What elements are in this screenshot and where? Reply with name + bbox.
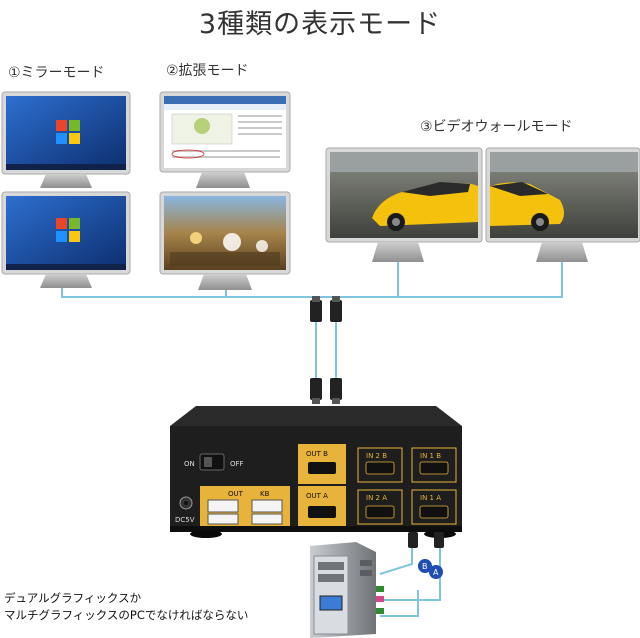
port-in1-a-label: IN 1 A <box>420 494 441 502</box>
monitor-video-wall-right <box>485 147 640 262</box>
port-in2-a <box>357 489 403 525</box>
port-in1-b <box>411 447 457 483</box>
caption-line-1: デュアルグラフィックスか <box>4 591 142 605</box>
monitor-video-wall-left <box>325 147 483 262</box>
port-out-a-label: OUT A <box>306 492 328 500</box>
page-title: 3種類の表示モード <box>198 9 442 40</box>
windows-logo-icon <box>56 218 80 242</box>
extend-mode-label: ②拡張モード <box>166 63 249 79</box>
port-in2-a-label: IN 2 A <box>366 494 387 502</box>
port-out-b-label: OUT B <box>306 450 328 458</box>
port-in1-b-label: IN 1 B <box>420 452 441 460</box>
car-left-half <box>372 182 478 231</box>
caption-line-2: マルチグラフィックスのPCでなければならない <box>4 608 249 622</box>
pc-cables <box>379 542 441 617</box>
requirement-caption: デュアルグラフィックスか マルチグラフィックスのPCでなければならない <box>4 590 248 624</box>
connector-b-label: B <box>422 562 428 571</box>
monitor-cables <box>61 262 563 396</box>
port-in2-b-label: IN 2 B <box>366 452 387 460</box>
pc-cable-plugs: B A <box>370 532 444 614</box>
dc-label: DC5V <box>175 516 195 524</box>
switch-off-label: OFF <box>230 460 244 468</box>
kvm-switch: ON OFF DC5V OUT KB OUT B IN 2 B IN 1 B O… <box>170 406 462 538</box>
video-wall-mode-label: ③ビデオウォールモード <box>420 119 573 135</box>
monitor-extend-top <box>159 91 291 188</box>
cable-connectors <box>310 296 342 404</box>
port-in2-b <box>357 447 403 483</box>
monitor-mirror-top <box>1 91 131 188</box>
pc-tower <box>310 542 376 638</box>
connector-a-label: A <box>433 568 439 577</box>
switch-on-label: ON <box>184 460 195 468</box>
monitor-mirror-bottom <box>1 191 131 288</box>
windows-logo-icon <box>56 120 80 144</box>
monitor-extend-bottom <box>159 191 291 290</box>
usb-out-label: OUT <box>228 490 244 498</box>
port-in1-a <box>411 489 457 525</box>
mirror-mode-label: ①ミラーモード <box>8 65 105 81</box>
usb-kb-label: KB <box>260 490 270 498</box>
car-right-half <box>490 182 564 231</box>
